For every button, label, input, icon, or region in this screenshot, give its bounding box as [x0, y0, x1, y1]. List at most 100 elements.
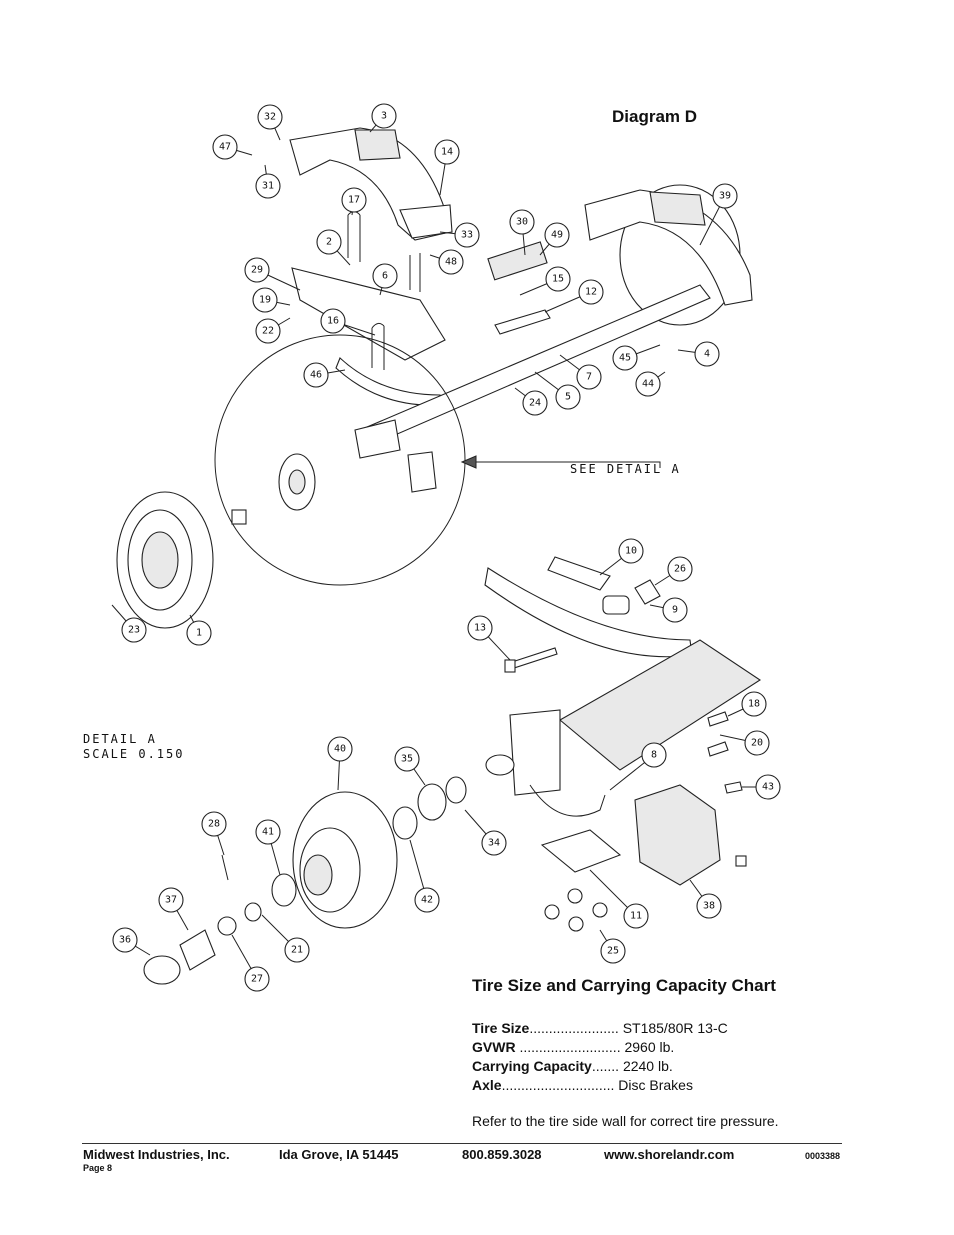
svg-text:3: 3 — [381, 111, 387, 122]
svg-text:8: 8 — [651, 750, 657, 761]
svg-text:17: 17 — [348, 195, 360, 206]
callout-15: 15 — [519, 266, 571, 296]
diagram-title: Diagram D — [612, 107, 698, 126]
callout-16: 16 — [320, 308, 376, 336]
callout-30: 30 — [509, 209, 535, 256]
svg-text:26: 26 — [674, 564, 686, 575]
svg-text:5: 5 — [565, 392, 571, 403]
callout-39: 39 — [699, 183, 738, 246]
svg-text:19: 19 — [259, 295, 271, 306]
callout-41: 41 — [255, 819, 281, 876]
spec-dots: ....................... — [529, 1020, 619, 1036]
footer-company: Midwest Industries, Inc. — [83, 1147, 230, 1162]
footer-phone: 800.859.3028 — [462, 1147, 542, 1162]
callout-27: 27 — [231, 934, 270, 992]
chart-title: Tire Size and Carrying Capacity Chart — [472, 976, 776, 995]
callout-36: 36 — [112, 927, 151, 956]
callout-12: 12 — [544, 279, 604, 313]
spec-value: 2960 lb. — [624, 1039, 675, 1055]
detail-scale: SCALE 0.150 — [83, 747, 184, 761]
svg-text:25: 25 — [607, 946, 619, 957]
svg-text:16: 16 — [327, 316, 339, 327]
callout-20: 20 — [719, 730, 770, 756]
svg-text:6: 6 — [382, 271, 388, 282]
spec-row-tire-size: Tire Size....................... ST185/8… — [472, 1019, 728, 1038]
callout-23: 23 — [111, 604, 147, 643]
svg-text:23: 23 — [128, 625, 140, 636]
callout-18: 18 — [727, 691, 767, 717]
spec-label: Axle — [472, 1077, 502, 1093]
callout-32: 32 — [257, 104, 283, 141]
callout-24: 24 — [514, 387, 548, 416]
callout-33: 33 — [439, 222, 480, 248]
svg-text:11: 11 — [630, 911, 642, 922]
spec-table: Tire Size....................... ST185/8… — [472, 1019, 728, 1095]
callout-29: 29 — [244, 257, 301, 291]
footer-divider — [82, 1143, 842, 1144]
mounting-plate — [540, 829, 622, 873]
spec-row-axle: Axle............................. Disc B… — [472, 1076, 728, 1095]
spec-value: 2240 lb. — [622, 1058, 673, 1074]
svg-text:33: 33 — [461, 230, 473, 241]
spec-value: Disc Brakes — [618, 1077, 693, 1093]
callout-7: 7 — [559, 354, 602, 390]
callout-14: 14 — [434, 139, 460, 196]
callout-1: 1 — [186, 614, 212, 646]
callout-37: 37 — [158, 887, 189, 931]
svg-text:38: 38 — [703, 901, 715, 912]
svg-text:48: 48 — [445, 257, 457, 268]
svg-text:22: 22 — [262, 326, 274, 337]
spec-label: Carrying Capacity — [472, 1058, 592, 1074]
axle-tube-detail — [559, 639, 762, 771]
svg-text:9: 9 — [672, 605, 678, 616]
callout-17: 17 — [341, 187, 367, 216]
footer-website[interactable]: www.shorelandr.com — [604, 1147, 735, 1162]
callout-49: 49 — [539, 222, 570, 256]
spec-value: ST185/80R 13-C — [622, 1020, 728, 1036]
svg-text:27: 27 — [251, 974, 263, 985]
svg-text:34: 34 — [488, 838, 500, 849]
callout-31: 31 — [255, 164, 281, 199]
callout-2: 2 — [316, 229, 351, 266]
brake-pad-strip — [487, 241, 548, 281]
svg-text:21: 21 — [291, 945, 303, 956]
svg-text:12: 12 — [585, 287, 597, 298]
callout-4: 4 — [677, 341, 720, 367]
svg-text:20: 20 — [751, 738, 763, 749]
svg-text:36: 36 — [119, 935, 131, 946]
spec-row-gvwr: GVWR .......................... 2960 lb. — [472, 1038, 728, 1057]
see-detail-label: SEE DETAIL A — [570, 462, 681, 476]
callout-38: 38 — [689, 879, 722, 919]
spec-label: Tire Size — [472, 1020, 530, 1036]
svg-text:1: 1 — [196, 628, 202, 639]
callout-40: 40 — [327, 736, 353, 791]
spec-label: GVWR — [472, 1039, 516, 1055]
detail-title: DETAIL A — [83, 732, 157, 746]
callout-6: 6 — [372, 263, 398, 296]
svg-text:2: 2 — [326, 237, 332, 248]
callout-45: 45 — [612, 344, 661, 371]
svg-text:18: 18 — [748, 699, 760, 710]
callout-8: 8 — [609, 742, 667, 791]
svg-text:47: 47 — [219, 142, 231, 153]
callout-21: 21 — [261, 914, 310, 963]
svg-text:15: 15 — [552, 274, 564, 285]
svg-text:4: 4 — [704, 349, 710, 360]
frame-bracket — [291, 267, 446, 361]
callout-25: 25 — [599, 929, 626, 964]
footer-address: Ida Grove, IA 51445 — [279, 1147, 399, 1162]
callout-22: 22 — [255, 317, 291, 344]
svg-text:45: 45 — [619, 353, 631, 364]
svg-text:39: 39 — [719, 191, 731, 202]
svg-text:32: 32 — [264, 112, 276, 123]
callout-44: 44 — [635, 371, 666, 397]
callout-13: 13 — [467, 615, 511, 661]
svg-text:10: 10 — [625, 546, 637, 557]
svg-text:44: 44 — [642, 379, 654, 390]
spec-dots: .......................... — [519, 1039, 621, 1055]
svg-text:42: 42 — [421, 895, 433, 906]
callout-9: 9 — [649, 597, 688, 623]
svg-text:37: 37 — [165, 895, 177, 906]
leaf-spring-upper — [335, 357, 441, 406]
